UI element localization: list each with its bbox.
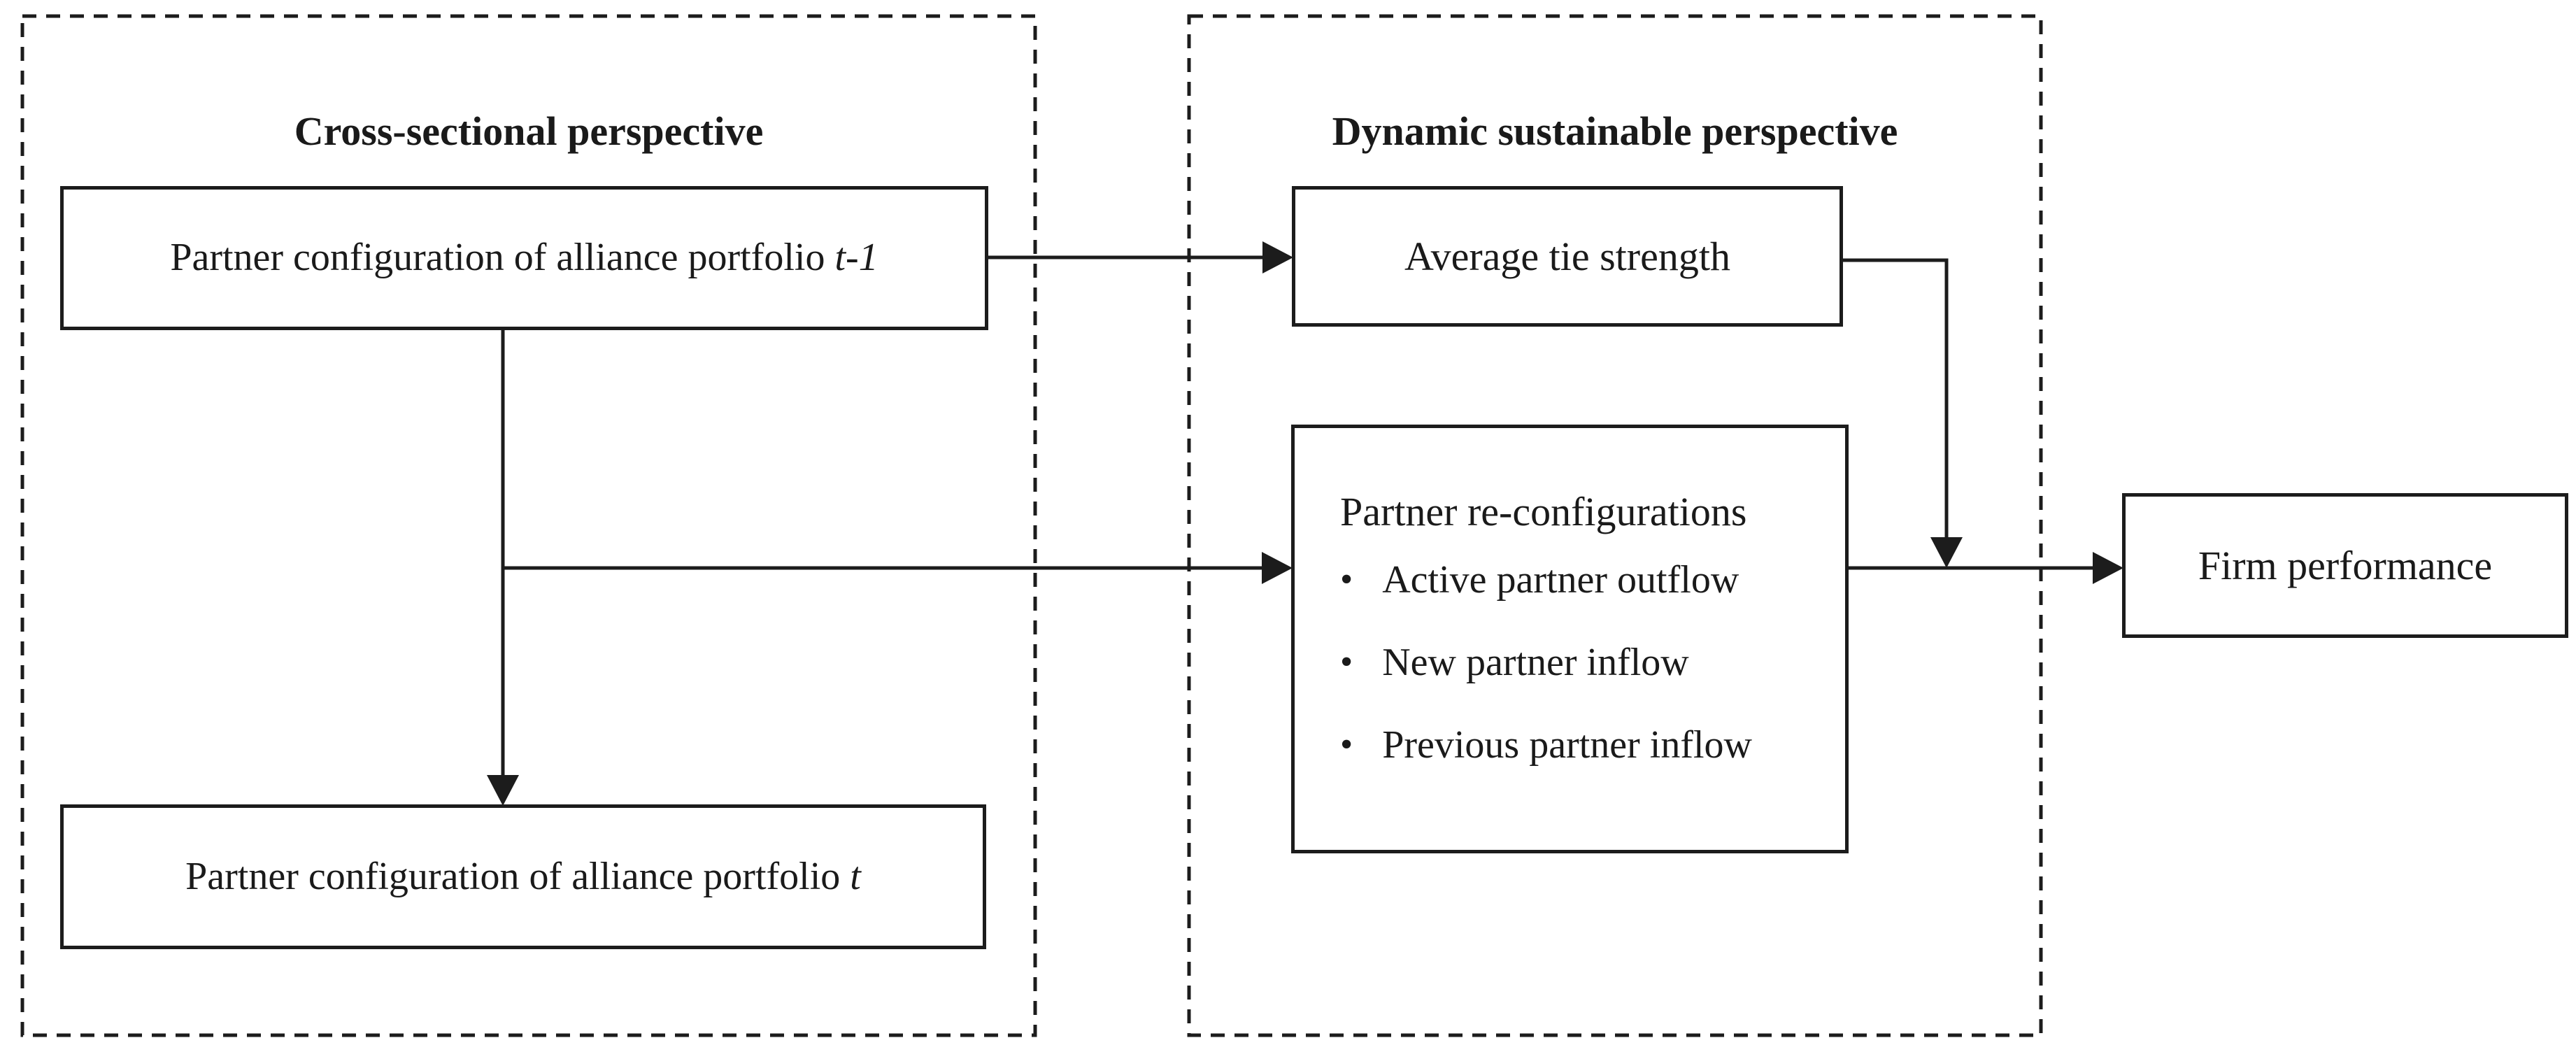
arrow-reconfigurations-to-performance xyxy=(1849,552,2123,584)
dynamic-group: Dynamic sustainable perspective xyxy=(1189,16,2041,1035)
box-average-tie-strength: Average tie strength xyxy=(1292,186,1843,327)
bullet-active-partner-outflow-label: Active partner outflow xyxy=(1382,558,1739,602)
cross-sectional-group-title: Cross-sectional perspective xyxy=(294,108,764,154)
arrow-config-t1-to-reconfigurations xyxy=(503,552,1293,584)
bullet-active-partner-outflow: • Active partner outflow xyxy=(1340,555,1824,606)
box-partner-configuration-t1-emphasis: t-1 xyxy=(834,236,878,280)
box-firm-performance-label: Firm performance xyxy=(2198,542,2493,588)
box-partner-configuration-t1-label: Partner configuration of alliance portfo… xyxy=(170,234,878,281)
bullet-dot-icon: • xyxy=(1340,642,1353,682)
arrow-config-t1-to-tie-strength xyxy=(988,241,1293,273)
dynamic-group-border xyxy=(1187,14,2043,1037)
box-partner-reconfigurations: Partner re-configurations • Active partn… xyxy=(1291,425,1849,853)
box-firm-performance: Firm performance xyxy=(2122,493,2568,638)
arrow-tie-strength-to-performance-line xyxy=(1843,258,1963,568)
bullet-dot-icon: • xyxy=(1340,725,1353,765)
bullet-new-partner-inflow-label: New partner inflow xyxy=(1382,641,1689,684)
box-partner-configuration-t: Partner configuration of alliance portfo… xyxy=(60,804,986,949)
box-partner-configuration-t-text: Partner configuration of alliance portfo… xyxy=(185,854,841,898)
cross-sectional-group-border xyxy=(20,14,1037,1037)
box-partner-configuration-t1-text: Partner configuration of alliance portfo… xyxy=(170,236,825,280)
arrow-config-t1-to-config-t xyxy=(487,330,519,806)
bullet-previous-partner-inflow: • Previous partner inflow xyxy=(1340,720,1824,771)
box-partner-configuration-t1: Partner configuration of alliance portfo… xyxy=(60,186,988,330)
cross-sectional-group: Cross-sectional perspective xyxy=(22,16,1035,1035)
reconfiguration-bullet-list: • Active partner outflow • New partner i… xyxy=(1340,555,1824,771)
box-partner-reconfigurations-title: Partner re-configurations xyxy=(1340,489,1747,534)
dynamic-group-title: Dynamic sustainable perspective xyxy=(1332,108,1898,154)
bullet-dot-icon: • xyxy=(1340,560,1353,599)
box-partner-configuration-t-label: Partner configuration of alliance portfo… xyxy=(185,853,861,900)
box-partner-configuration-t-emphasis: t xyxy=(850,854,861,898)
bullet-previous-partner-inflow-label: Previous partner inflow xyxy=(1382,723,1752,767)
bullet-new-partner-inflow: • New partner inflow xyxy=(1340,638,1824,688)
box-average-tie-strength-label: Average tie strength xyxy=(1404,233,1730,279)
